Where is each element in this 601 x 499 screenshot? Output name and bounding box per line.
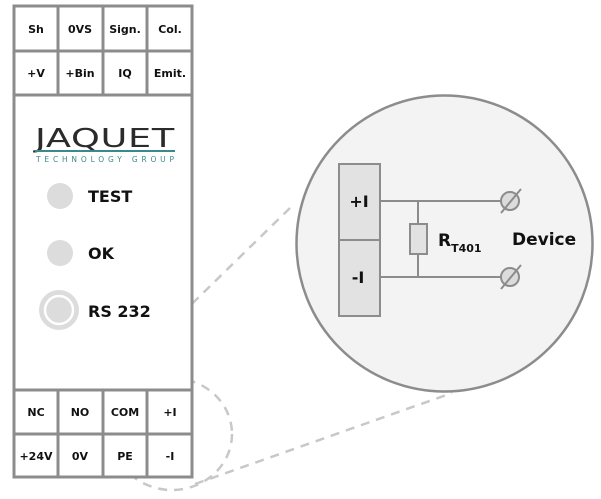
resistor-symbol: R xyxy=(438,231,451,251)
bottom-terminal-grid xyxy=(14,388,192,477)
rs232-connector-ring xyxy=(43,294,75,326)
zoom-line-lower xyxy=(194,391,453,486)
jaquet-logo: JAQUET TECHNOLOGY GROUP xyxy=(32,124,175,164)
detail-terminal-minus-i xyxy=(338,239,381,317)
terminal-com: COM xyxy=(111,406,139,419)
terminal-plus-24v: +24V xyxy=(19,450,53,463)
rs232-label: RS 232 xyxy=(88,302,151,321)
rs232-port: RS 232 xyxy=(39,290,151,330)
detail-magnifier: +I -I RT401 Device xyxy=(295,94,594,393)
test-led-icon xyxy=(47,183,73,209)
screw-terminal-plus-icon xyxy=(500,188,522,214)
terminal-plus-i: +I xyxy=(163,406,176,419)
resistor-label: RT401 xyxy=(438,231,482,255)
indicator-ok: OK xyxy=(47,240,115,266)
logo-name: JAQUET xyxy=(32,124,175,154)
terminal-emit: Emit. xyxy=(154,67,186,80)
terminal-col: Col. xyxy=(158,23,182,36)
terminal-0v: 0V xyxy=(72,450,89,463)
terminal-minus-i: -I xyxy=(166,450,175,463)
detail-terminal-block: +I -I xyxy=(338,163,381,317)
detail-terminal-plus-i-label: +I xyxy=(349,192,368,211)
device-label: Device xyxy=(512,230,576,250)
terminal-plus-v: +V xyxy=(27,67,45,80)
ok-led-icon xyxy=(47,240,73,266)
terminal-iq: IQ xyxy=(118,67,131,80)
terminal-nc: NC xyxy=(27,406,44,419)
detail-terminal-plus-i xyxy=(338,163,381,241)
top-terminal-labels: Sh 0VS Sign. Col. +V +Bin IQ Emit. xyxy=(27,23,186,80)
terminal-pe: PE xyxy=(117,450,133,463)
device-housing: Sh 0VS Sign. Col. +V +Bin IQ Emit. JAQUE… xyxy=(12,4,194,479)
terminal-sh: Sh xyxy=(28,23,44,36)
bottom-terminal-labels: NC NO COM +I +24V 0V PE -I xyxy=(19,406,176,463)
indicator-test: TEST xyxy=(47,183,132,209)
terminal-plus-bin: +Bin xyxy=(65,67,94,80)
resistor-subscript: T401 xyxy=(451,242,481,255)
terminal-0vs: 0VS xyxy=(68,23,92,36)
terminal-sign: Sign. xyxy=(109,23,141,36)
terminal-no: NO xyxy=(71,406,90,419)
detail-wires xyxy=(380,200,502,278)
ok-label: OK xyxy=(88,244,115,263)
detail-terminal-minus-i-label: -I xyxy=(352,268,365,287)
resistor-icon xyxy=(409,223,428,255)
test-label: TEST xyxy=(88,187,132,206)
top-terminal-grid xyxy=(14,6,192,97)
screw-terminal-minus-icon xyxy=(500,264,522,290)
